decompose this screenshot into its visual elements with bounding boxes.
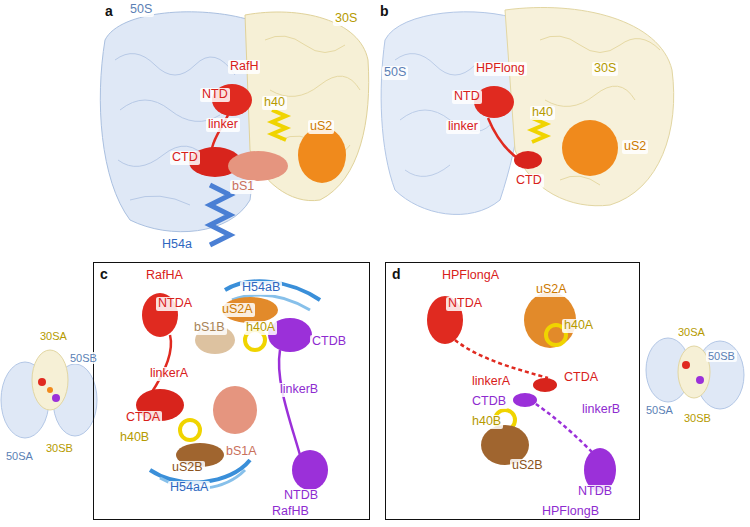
structure-label: uS2 (308, 120, 334, 134)
structure-label: h40 (530, 106, 555, 120)
panel-letter: b (378, 4, 391, 19)
structure-label: bS1B (192, 321, 227, 335)
structure-label: H54aB (240, 281, 282, 295)
dimer-thumbnail-right (646, 338, 744, 409)
structure-label: CTDB (470, 395, 508, 409)
structure-label: bS1 (230, 180, 256, 194)
structure-label: NTD (200, 88, 230, 102)
structure-label: 50S (128, 3, 154, 17)
structure-label: HPFlongB (540, 505, 601, 519)
structure-label: 50SA (4, 450, 35, 462)
structure-label: linker (206, 118, 240, 132)
structure-label: uS2B (510, 459, 545, 473)
structure-label: uS2A (220, 303, 255, 317)
structure-label: 30SA (676, 326, 707, 338)
structure-label: linkerA (470, 375, 512, 389)
structure-label: 30S (592, 62, 618, 76)
structure-label: RafHB (270, 505, 311, 519)
structure-label: linker (446, 120, 480, 134)
panel-b-structure (381, 8, 674, 215)
panel-letter: a (103, 4, 115, 19)
structure-label: 50S (382, 66, 408, 80)
structure-label: CTD (170, 151, 200, 165)
structure-label: 30S (333, 12, 359, 26)
structure-label: h40B (118, 431, 151, 445)
structure-label: NTDB (282, 489, 320, 503)
panel-a-structure (100, 12, 368, 245)
structure-label: linkerA (148, 367, 190, 381)
panel-letter: c (98, 267, 110, 282)
structure-label: 30SA (38, 330, 69, 342)
structure-label: 30SB (682, 412, 713, 424)
structure-label: 50SA (644, 404, 675, 416)
structure-label: linkerB (278, 383, 320, 397)
structure-label: H54a (160, 238, 194, 252)
structure-label: HPFlong (474, 62, 527, 76)
structure-label: h40B (470, 415, 503, 429)
structure-label: NTDA (446, 297, 484, 311)
structure-label: CTDB (310, 335, 348, 349)
panel-box: c RafHA NTDA H54aB uS2A bS1B h40A CTDB linkerA li… (93, 262, 370, 520)
structure-label: h40A (244, 321, 277, 335)
panel-d-structure (427, 292, 616, 492)
panel-box: d HPFlongA NTDA uS2A h40A linkerA CTDA CTDB h40B… (385, 262, 640, 520)
structure-label: uS2 (622, 140, 648, 154)
structure-label: uS2B (170, 461, 205, 475)
structure-label: uS2A (534, 283, 569, 297)
panel-letter: d (390, 267, 403, 282)
structure-label: bS1A (224, 445, 259, 459)
structure-label: NTD (452, 90, 482, 104)
structure-label: RafH (228, 60, 260, 74)
structure-label: CTDA (124, 411, 162, 425)
structure-label: NTDB (576, 485, 614, 499)
structure-label: h40 (262, 96, 287, 110)
structure-label: H54aA (168, 481, 210, 495)
structure-label: RafHA (144, 269, 185, 283)
structure-label: 30SB (44, 442, 75, 454)
structure-label: h40A (562, 319, 595, 333)
structure-label: linkerB (580, 403, 622, 417)
structure-label: NTDA (156, 297, 194, 311)
structure-label: HPFlongA (440, 269, 501, 283)
panel-c-structure (136, 281, 328, 490)
structure-label: 50SB (706, 350, 737, 362)
structure-label: 50SB (68, 352, 99, 364)
structure-label: CTDA (562, 371, 600, 385)
structure-label: CTD (514, 174, 544, 188)
